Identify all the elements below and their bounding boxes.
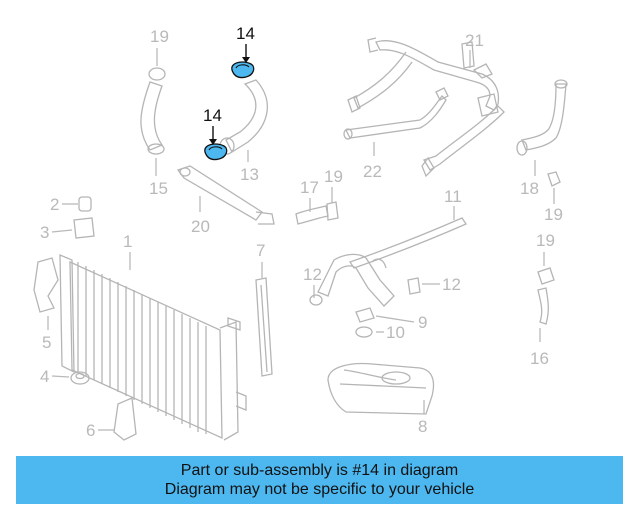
svg-text:18: 18 xyxy=(520,179,539,198)
svg-text:11: 11 xyxy=(444,187,462,206)
part-3-bracket: 3 xyxy=(40,217,95,242)
part-hose-center: 12 12 xyxy=(303,253,461,307)
svg-text:10: 10 xyxy=(386,323,405,342)
part-14-clamp-lower[interactable]: 14 xyxy=(203,106,228,161)
svg-text:15: 15 xyxy=(149,179,168,198)
part-2-cap: 2 xyxy=(50,195,92,214)
svg-text:2: 2 xyxy=(50,195,59,214)
svg-text:4: 4 xyxy=(40,367,49,386)
svg-text:9: 9 xyxy=(418,313,427,332)
svg-text:12: 12 xyxy=(442,275,461,294)
part-6-bracket: 6 xyxy=(86,397,137,441)
svg-text:12: 12 xyxy=(303,265,322,284)
parts-diagram: 1 2 3 5 4 6 7 19 xyxy=(33,24,568,441)
svg-text:20: 20 xyxy=(191,217,210,236)
svg-text:16: 16 xyxy=(530,349,549,368)
svg-text:5: 5 xyxy=(42,333,51,352)
svg-text:14: 14 xyxy=(236,24,255,43)
radiator xyxy=(59,254,247,441)
part-20-pipe: 20 xyxy=(176,165,275,236)
part-11-pipe: 11 xyxy=(348,105,505,269)
part-18-hose: 18 19 xyxy=(516,79,568,224)
svg-text:19: 19 xyxy=(150,27,169,46)
part-13-hose: 13 xyxy=(219,79,268,184)
svg-text:19: 19 xyxy=(544,205,563,224)
svg-text:3: 3 xyxy=(40,223,49,242)
part-9-10-fittings: 9 10 xyxy=(355,307,427,342)
svg-text:8: 8 xyxy=(418,417,427,436)
info-banner: Part or sub-assembly is #14 in diagram D… xyxy=(16,456,623,504)
part-16-hose: 19 16 xyxy=(530,231,555,368)
svg-text:6: 6 xyxy=(86,421,95,440)
svg-text:19: 19 xyxy=(324,167,343,186)
svg-text:1: 1 xyxy=(123,232,132,251)
part-5-bracket: 5 xyxy=(33,257,59,352)
banner-line-1: Part or sub-assembly is #14 in diagram xyxy=(180,462,459,479)
svg-text:19: 19 xyxy=(536,231,555,250)
part-15-hose: 19 15 xyxy=(140,27,169,198)
part-14-clamp-upper[interactable]: 14 xyxy=(231,24,255,79)
svg-text:21: 21 xyxy=(465,31,484,50)
svg-text:7: 7 xyxy=(256,241,265,260)
part-21-pipe-assembly: 21 xyxy=(347,31,500,117)
part-22-pipe: 22 xyxy=(343,87,449,181)
banner-line-2: Diagram may not be specific to your vehi… xyxy=(164,481,475,498)
part-8-tank: 8 xyxy=(327,362,435,436)
svg-text:17: 17 xyxy=(300,178,319,197)
callout-1: 1 xyxy=(123,232,132,270)
part-7-seal: 7 xyxy=(255,241,273,377)
svg-text:14: 14 xyxy=(203,106,222,125)
svg-text:13: 13 xyxy=(240,165,259,184)
part-4-grommet: 4 xyxy=(40,367,90,386)
svg-text:22: 22 xyxy=(363,162,382,181)
part-17-hose: 17 19 xyxy=(295,167,343,225)
